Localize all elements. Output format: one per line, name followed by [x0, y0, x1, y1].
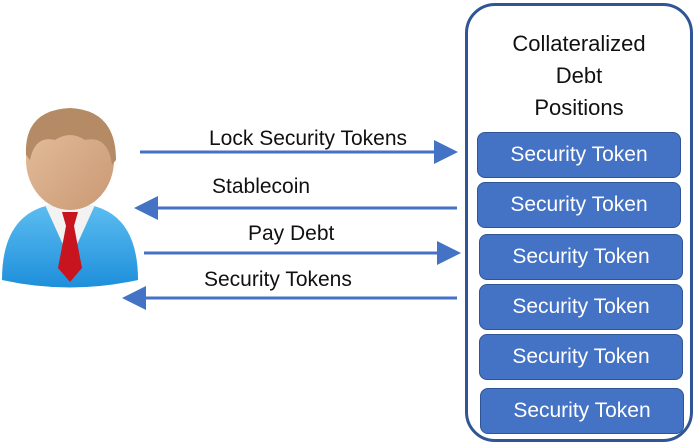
- flow-label-security-tokens: Security Tokens: [204, 268, 352, 291]
- flow-label-pay-debt: Pay Debt: [248, 222, 335, 245]
- cdp-title-line: Collateralized: [512, 31, 646, 56]
- businessman-icon: [2, 108, 138, 288]
- security-token-box: Security Token: [479, 284, 683, 330]
- security-token-box: Security Token: [477, 182, 681, 228]
- cdp-title-line: Positions: [534, 95, 624, 120]
- security-token-box: Security Token: [479, 234, 683, 280]
- cdp-title: Collateralized Debt Positions: [465, 28, 693, 124]
- security-token-box: Security Token: [480, 388, 684, 434]
- flow-label-stablecoin: Stablecoin: [212, 175, 311, 198]
- cdp-title-line: Debt: [555, 63, 603, 88]
- flow-label-lock-security-tokens: Lock Security Tokens: [209, 127, 408, 150]
- security-token-box: Security Token: [479, 334, 683, 380]
- security-token-box: Security Token: [477, 132, 681, 178]
